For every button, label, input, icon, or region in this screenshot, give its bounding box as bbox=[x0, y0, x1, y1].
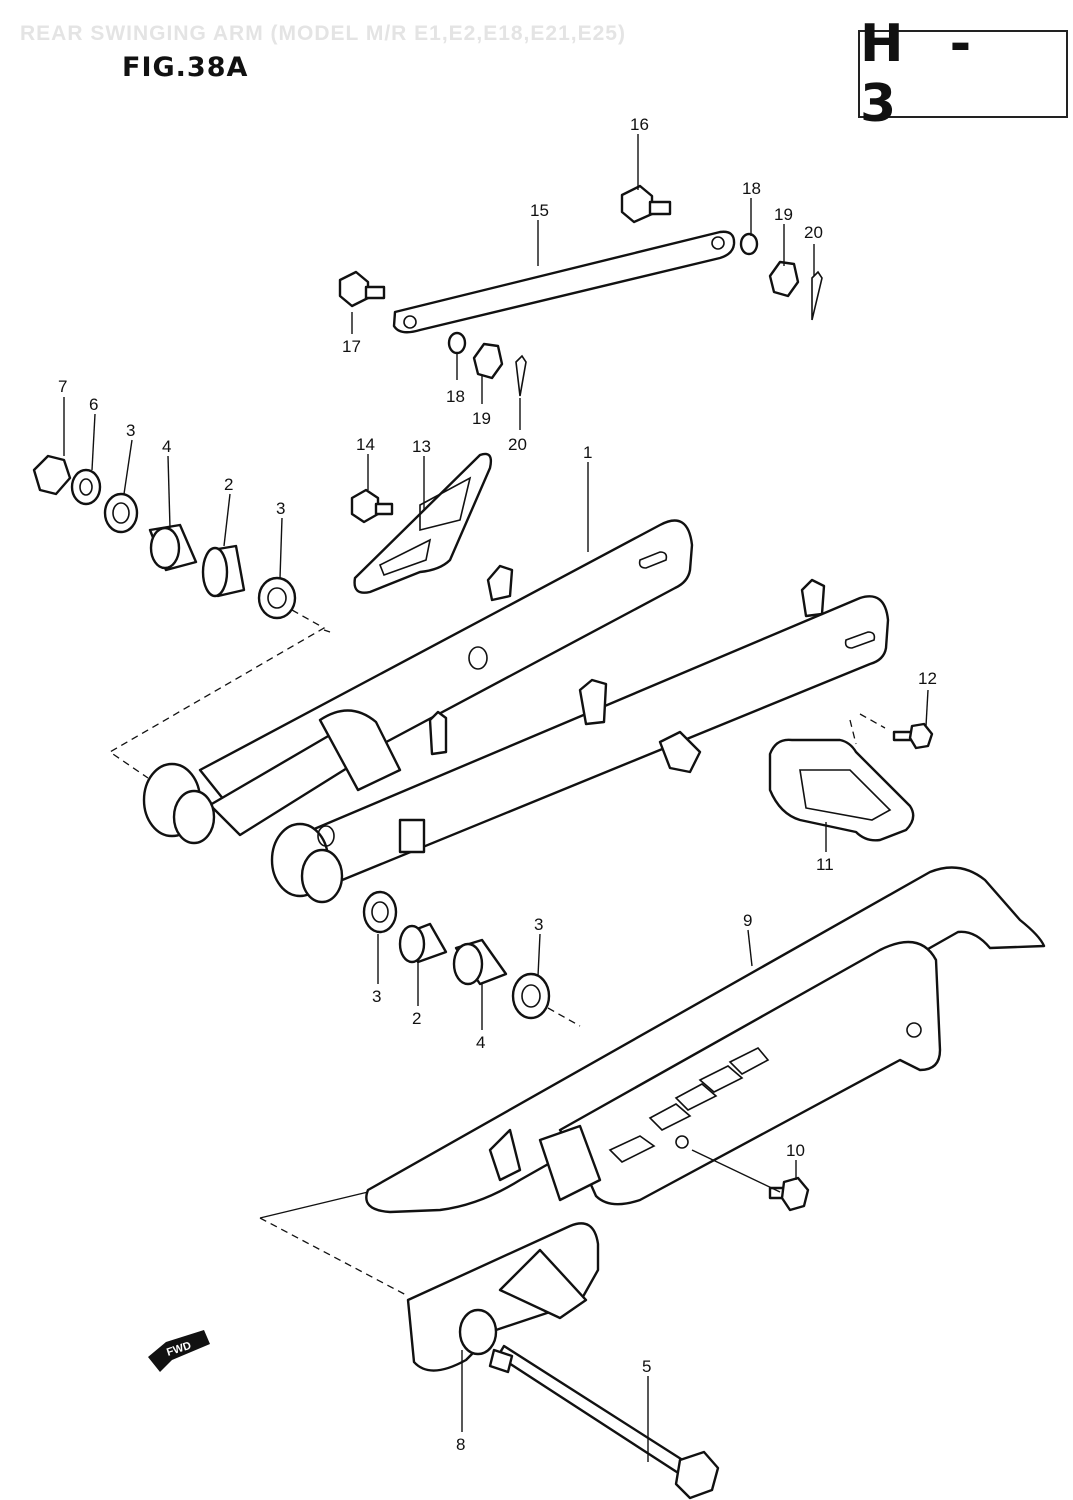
callout-2-right: 2 bbox=[412, 1009, 421, 1028]
screw-12 bbox=[892, 722, 934, 750]
page-code: H - 3 bbox=[860, 14, 986, 134]
callout-3-right-outer: 3 bbox=[534, 915, 543, 934]
washer-6 bbox=[70, 468, 102, 506]
callout-9: 9 bbox=[743, 911, 752, 930]
diagram-title: REAR SWINGING ARM (MODEL M/R E1,E2,E18,E… bbox=[20, 22, 626, 45]
bracket-13 bbox=[353, 452, 493, 594]
torque-rod bbox=[392, 230, 736, 334]
swingarm-1 bbox=[142, 519, 890, 904]
bushing-4-left bbox=[148, 523, 198, 572]
callout-8: 8 bbox=[456, 1435, 465, 1454]
left-pivot-hardware bbox=[32, 454, 326, 779]
seal-3-left-outer bbox=[103, 492, 139, 534]
callout-12: 12 bbox=[918, 669, 937, 688]
callout-3-left-inner: 3 bbox=[276, 499, 285, 518]
callout-4-left: 4 bbox=[162, 437, 171, 456]
callout-6: 6 bbox=[89, 395, 98, 414]
callout-18-lower: 18 bbox=[446, 387, 465, 406]
nut-19-upper bbox=[768, 260, 800, 298]
washer-18-lower bbox=[447, 331, 467, 355]
callout-20-upper: 20 bbox=[804, 223, 823, 242]
page-code-box: H - 3 bbox=[858, 14, 1068, 134]
callout-5: 5 bbox=[642, 1357, 651, 1376]
cotter-pin-20-lower bbox=[515, 354, 527, 397]
leader-lines bbox=[63, 134, 929, 1462]
nut-19-lower bbox=[472, 342, 504, 380]
seal-3-right-inner bbox=[362, 890, 398, 934]
right-pivot-hardware bbox=[362, 890, 581, 1027]
seal-3-right-outer bbox=[511, 972, 551, 1020]
callout-16: 16 bbox=[630, 115, 649, 134]
callout-7: 7 bbox=[58, 377, 67, 396]
bolt-16 bbox=[620, 184, 672, 224]
axle-5 bbox=[488, 1344, 720, 1500]
cotter-pin-20-upper bbox=[811, 270, 823, 321]
forward-arrow-icon: FWD bbox=[148, 1330, 210, 1372]
bolt-10 bbox=[768, 1176, 810, 1212]
torque-rod-assembly bbox=[338, 184, 823, 397]
bolt-17 bbox=[338, 270, 386, 308]
guard-plate-11-assembly bbox=[768, 713, 934, 842]
spacer-2-left bbox=[201, 544, 246, 598]
callout-3-right-inner: 3 bbox=[372, 987, 381, 1006]
callout-1: 1 bbox=[583, 443, 592, 462]
bolt-14 bbox=[350, 488, 394, 524]
chain-adjuster-8-assembly bbox=[259, 1191, 720, 1500]
callout-19-upper: 19 bbox=[774, 205, 793, 224]
bushing-4-right bbox=[452, 938, 508, 986]
nut-7 bbox=[32, 454, 72, 496]
washer-18-upper bbox=[739, 232, 759, 256]
figure-label: FIG.38A bbox=[122, 52, 249, 83]
callout-3-left-outer: 3 bbox=[126, 421, 135, 440]
callout-18-upper: 18 bbox=[742, 179, 761, 198]
callout-15: 15 bbox=[530, 201, 549, 220]
callout-10: 10 bbox=[786, 1141, 805, 1160]
callout-2-left: 2 bbox=[224, 475, 233, 494]
callout-13: 13 bbox=[412, 437, 431, 456]
callout-19-lower: 19 bbox=[472, 409, 491, 428]
chain-case-9 bbox=[365, 866, 1046, 1214]
callout-4-right: 4 bbox=[476, 1033, 485, 1052]
guard-plate-11 bbox=[768, 738, 915, 842]
callout-17: 17 bbox=[342, 337, 361, 356]
bracket-13-assembly bbox=[350, 452, 493, 594]
callout-14: 14 bbox=[356, 435, 375, 454]
callout-20-lower: 20 bbox=[508, 435, 527, 454]
callout-11: 11 bbox=[816, 855, 834, 874]
callout-labels: 16 15 17 18 19 20 18 19 20 7 6 3 4 2 3 1… bbox=[58, 115, 937, 1454]
seal-3-left-inner bbox=[257, 576, 297, 620]
spacer-2-right bbox=[398, 922, 448, 964]
